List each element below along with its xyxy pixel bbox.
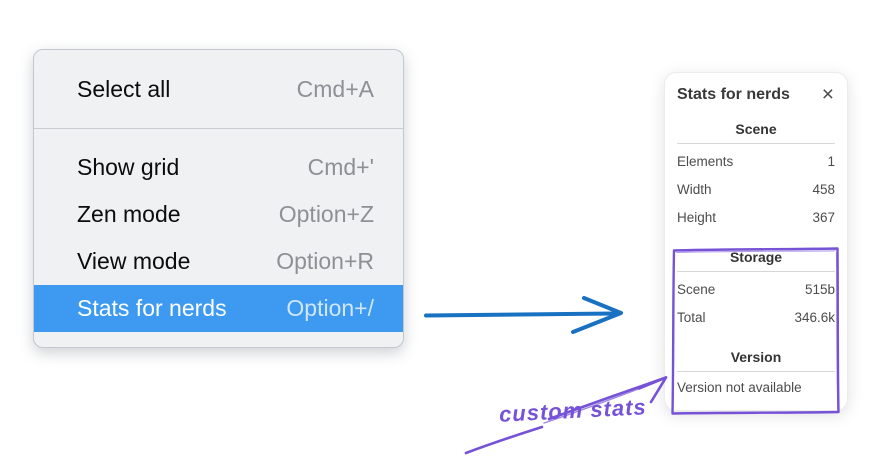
- section-divider: [677, 371, 835, 372]
- menu-item-shortcut: Option+Z: [278, 201, 374, 227]
- stat-value: 346.6k: [794, 310, 835, 325]
- stat-row-height: Height 367: [677, 204, 835, 232]
- menu-item-shortcut: Cmd+A: [296, 75, 374, 102]
- stat-row-width: Width 458: [677, 176, 835, 204]
- highlight-box-annotation: [671, 247, 840, 415]
- custom-stats-arrow-icon: [464, 376, 668, 455]
- menu-item-shortcut: Cmd+': [307, 154, 374, 180]
- menu-divider: [34, 128, 403, 129]
- context-menu: Select all Cmd+A Show grid Cmd+' Zen mod…: [33, 49, 404, 348]
- menu-item-shortcut: Option+/: [286, 295, 374, 321]
- stat-label: Scene: [677, 282, 716, 297]
- menu-item-select-all[interactable]: Select all Cmd+A: [34, 50, 403, 128]
- menu-item-label: Show grid: [77, 154, 180, 180]
- menu-item-shortcut: Option+R: [276, 248, 374, 274]
- menu-section: Show grid Cmd+' Zen mode Option+Z View m…: [34, 129, 403, 347]
- stats-panel-header: Stats for nerds ×: [677, 84, 835, 105]
- close-icon: ×: [821, 83, 834, 106]
- stat-value: 1: [827, 154, 835, 169]
- menu-item-label: View mode: [77, 248, 191, 274]
- section-divider: [677, 271, 835, 272]
- scene-section-heading: Scene: [735, 121, 777, 137]
- stat-value: 515b: [804, 282, 835, 297]
- menu-item-show-grid[interactable]: Show grid Cmd+': [34, 144, 403, 191]
- stats-panel-title: Stats for nerds: [677, 86, 790, 103]
- stats-panel: Stats for nerds × Scene Elements 1 Width…: [664, 72, 848, 411]
- menu-item-label: Select all: [77, 75, 171, 102]
- storage-section-heading: Storage: [729, 249, 783, 265]
- stat-label: Total: [677, 310, 706, 325]
- menu-item-zen-mode[interactable]: Zen mode Option+Z: [34, 191, 403, 238]
- stat-row-scene-storage: Scene 515b: [677, 276, 835, 304]
- section-divider: [677, 143, 835, 144]
- stat-label: Height: [677, 210, 717, 225]
- stat-value: 367: [812, 210, 835, 225]
- version-section-heading: Version: [730, 349, 782, 365]
- stat-value: 458: [812, 182, 835, 197]
- stat-label: Width: [677, 182, 712, 197]
- close-button[interactable]: ×: [821, 84, 835, 105]
- menu-item-view-mode[interactable]: View mode Option+R: [34, 238, 403, 285]
- menu-item-stats-for-nerds[interactable]: Stats for nerds Option+/: [34, 285, 403, 332]
- pointer-arrow-icon: [424, 296, 623, 334]
- version-note: Version not available: [677, 380, 802, 395]
- stat-row-elements: Elements 1: [677, 148, 835, 176]
- menu-item-label: Stats for nerds: [77, 295, 227, 321]
- menu-item-label: Zen mode: [77, 201, 181, 227]
- stat-label: Elements: [677, 154, 734, 169]
- stat-row-total-storage: Total 346.6k: [677, 304, 835, 332]
